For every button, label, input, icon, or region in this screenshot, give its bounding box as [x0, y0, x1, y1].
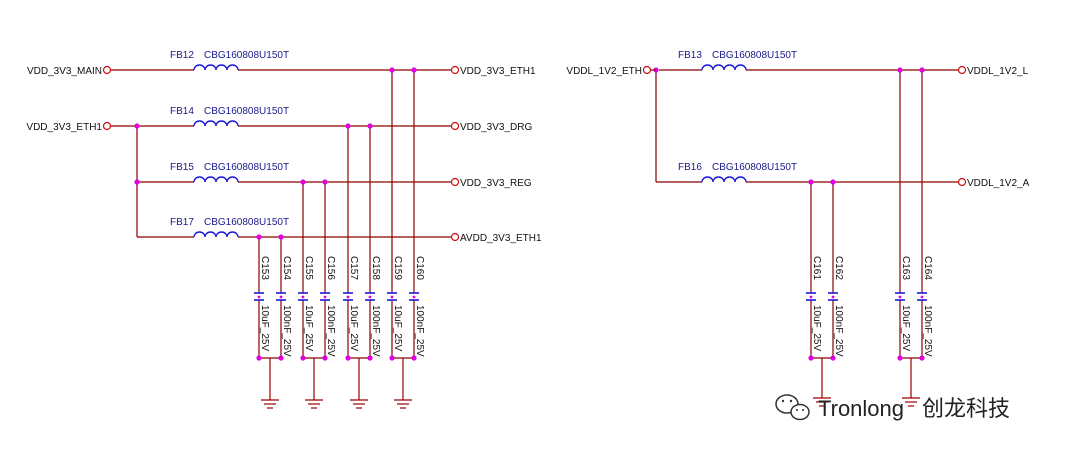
cap-value: 10uF_25V	[348, 305, 359, 351]
wechat-icon	[775, 394, 810, 421]
net-label-vdd-3v3-eth1-in: VDD_3V3_ETH1	[26, 122, 102, 133]
capacitor-c161	[806, 292, 816, 301]
ground-symbol	[813, 358, 831, 407]
capacitor-labels: C153 10uF_25V C154 100nF_25V C155 10uF_2…	[259, 256, 933, 357]
port-marker	[957, 65, 967, 75]
watermark-brand: Tronlong	[818, 396, 904, 421]
cap-ref: C153	[259, 256, 270, 280]
port-marker	[450, 65, 460, 75]
port-marker	[642, 65, 652, 75]
cap-ref: C161	[811, 256, 822, 280]
cap-ref: C164	[922, 256, 933, 280]
fb-part: CBG160808U150T	[204, 50, 289, 61]
capacitor-plates	[254, 292, 927, 301]
capacitor-c162	[828, 292, 838, 301]
ground-symbol	[305, 358, 323, 409]
fb-ref: FB15	[170, 162, 194, 173]
net-label-vdd-3v3-drg: VDD_3V3_DRG	[460, 122, 532, 133]
fb-part: CBG160808U150T	[712, 50, 797, 61]
ferrite-bead-fb13: FB13 CBG160808U150T	[678, 50, 797, 71]
cap-value: 10uF_25V	[259, 305, 270, 351]
right-wires	[655, 69, 958, 359]
fb-ref: FB16	[678, 162, 702, 173]
cap-ref: C163	[900, 256, 911, 280]
port-marker	[450, 177, 460, 187]
ground-symbols	[261, 358, 920, 409]
fb-ref: FB12	[170, 50, 194, 61]
ferrite-bead-fb17: FB17 CBG160808U150T	[170, 217, 289, 238]
net-label-vdd-3v3-reg: VDD_3V3_REG	[460, 178, 532, 189]
cap-value: 10uF_25V	[900, 305, 911, 351]
cap-value: 100nF_25V	[370, 305, 381, 357]
capacitor-c159	[387, 292, 397, 301]
capacitor-c153	[254, 292, 264, 301]
ground-symbol	[902, 358, 920, 407]
port-marker	[450, 232, 460, 242]
ferrite-bead-fb12: FB12 CBG160808U150T	[170, 50, 289, 71]
capacitor-c158	[365, 292, 375, 301]
port-marker	[450, 121, 460, 131]
cap-value: 100nF_25V	[414, 305, 425, 357]
ferrite-bead-fb16: FB16 CBG160808U150T	[678, 162, 797, 183]
capacitor-c156	[320, 292, 330, 301]
fb-ref: FB13	[678, 50, 702, 61]
cap-ref: C158	[370, 256, 381, 280]
net-label-vdd-3v3-main: VDD_3V3_MAIN	[27, 66, 102, 77]
fb-part: CBG160808U150T	[204, 106, 289, 117]
capacitor-c160	[409, 292, 419, 301]
ferrite-bead-fb14: FB14 CBG160808U150T	[170, 106, 289, 127]
capacitor-c163	[895, 292, 905, 301]
port-marker	[102, 121, 112, 131]
capacitor-c157	[343, 292, 353, 301]
fb-part: CBG160808U150T	[204, 162, 289, 173]
ground-symbol	[350, 358, 368, 409]
cap-value: 10uF_25V	[811, 305, 822, 351]
net-label-vdd-3v3-eth1-out: VDD_3V3_ETH1	[460, 66, 536, 77]
net-label-avdd-3v3-eth1: AVDD_3V3_ETH1	[460, 233, 542, 244]
capacitor-c164	[917, 292, 927, 301]
cap-value: 100nF_25V	[833, 305, 844, 357]
ground-symbol	[394, 358, 412, 409]
cap-ref: C162	[833, 256, 844, 280]
cap-value: 100nF_25V	[922, 305, 933, 357]
cap-ref: C154	[281, 256, 292, 280]
cap-ref: C155	[303, 256, 314, 280]
cap-value: 10uF_25V	[303, 305, 314, 351]
fb-ref: FB14	[170, 106, 194, 117]
port-marker	[957, 177, 967, 187]
junction-dots	[134, 67, 925, 361]
net-label-vddl-1v2-l: VDDL_1V2_L	[967, 66, 1029, 77]
watermark-brand-cn: 创龙科技	[922, 397, 1010, 422]
net-label-vddl-1v2-a: VDDL_1V2_A	[967, 178, 1030, 189]
ferrite-bead-fb15: FB15 CBG160808U150T	[170, 162, 289, 183]
port-marker	[102, 65, 112, 75]
capacitor-c155	[298, 292, 308, 301]
cap-ref: C159	[392, 256, 403, 280]
fb-part: CBG160808U150T	[712, 162, 797, 173]
ground-symbol	[261, 358, 279, 409]
cap-value: 100nF_25V	[325, 305, 336, 357]
watermark: Tronlong 创龙科技	[775, 394, 1010, 422]
cap-ref: C157	[348, 256, 359, 280]
cap-ref: C160	[414, 256, 425, 280]
fb-ref: FB17	[170, 217, 194, 228]
net-ports	[102, 65, 967, 242]
net-labels: VDD_3V3_MAIN VDD_3V3_ETH1 VDD_3V3_ETH1 V…	[26, 66, 1029, 244]
fb-part: CBG160808U150T	[204, 217, 289, 228]
cap-value: 100nF_25V	[281, 305, 292, 357]
cap-ref: C156	[325, 256, 336, 280]
net-label-vddl-1v2-eth: VDDL_1V2_ETH	[566, 66, 642, 77]
left-wires	[111, 69, 451, 359]
cap-value: 10uF_25V	[392, 305, 403, 351]
capacitor-c154	[276, 292, 286, 301]
